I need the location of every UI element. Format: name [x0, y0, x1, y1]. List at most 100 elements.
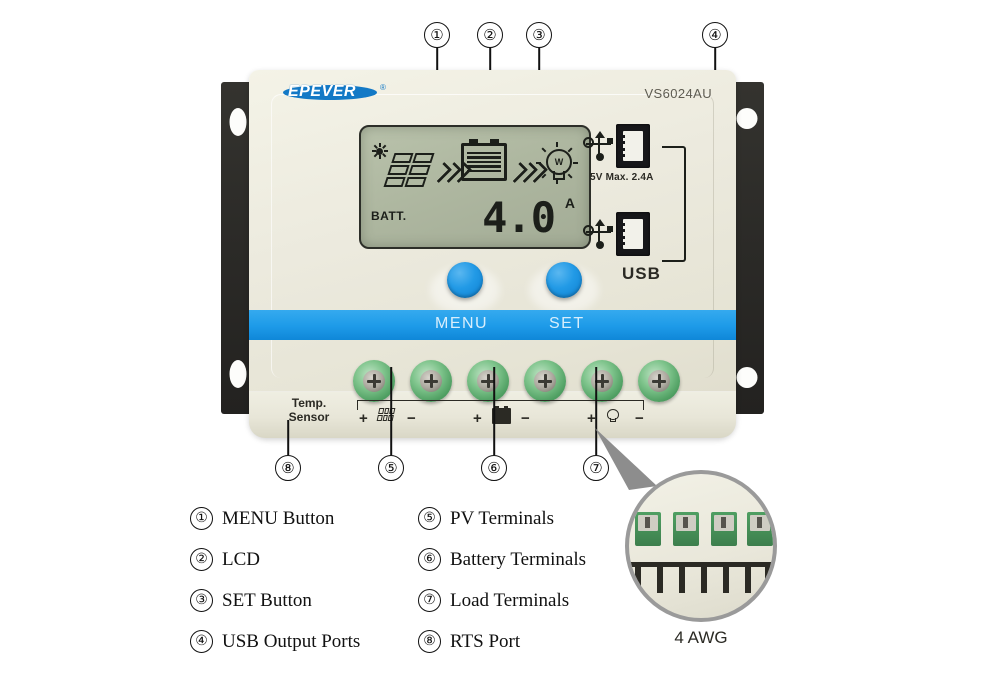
legend-label: Battery Terminals — [450, 548, 587, 570]
light-bulb-icon: W — [536, 142, 578, 185]
brand-name: EPEVER — [288, 83, 356, 100]
lcd-batt-label: BATT. — [371, 209, 407, 223]
terminal-mark-minus: − — [635, 410, 644, 427]
terminal-mark-plus: + — [587, 410, 596, 427]
set-button[interactable] — [546, 262, 582, 298]
temp-sensor-line1: Temp. — [291, 396, 327, 410]
sun-icon — [371, 143, 388, 159]
legend-item: ② LCD — [190, 539, 360, 580]
usb-port[interactable] — [616, 212, 650, 256]
callout-number: ⑦ — [583, 455, 609, 481]
usb-group-label: USB — [622, 264, 661, 283]
zoom-terminal — [747, 512, 773, 546]
usb-symbol-icon — [583, 131, 613, 161]
usb-spec-label: 5V Max. 2.4A — [590, 172, 654, 183]
legend-item: ⑥ Battery Terminals — [418, 539, 586, 580]
terminal-screw[interactable] — [524, 360, 566, 402]
button-label-bar: MENU SET — [249, 310, 736, 340]
callout-7: ⑦ — [583, 367, 609, 481]
legend-item: ⑦ Load Terminals — [418, 580, 586, 621]
lcd-display: W BATT. 4.0 A — [359, 125, 591, 249]
legend-number: ④ — [190, 630, 213, 653]
model-number: VS6024AU — [644, 86, 712, 101]
legend-item: ① MENU Button — [190, 498, 360, 539]
legend-number: ⑦ — [418, 589, 441, 612]
menu-button[interactable] — [447, 262, 483, 298]
callout-6: ⑥ — [481, 367, 507, 481]
terminal-mark-plus: + — [473, 410, 482, 427]
terminal-screw[interactable] — [638, 360, 680, 402]
leader-line — [390, 367, 392, 455]
light-bulb-icon — [605, 408, 619, 423]
legend-number: ⑥ — [418, 548, 441, 571]
mounting-hole — [736, 108, 758, 129]
legend-number: ⑧ — [418, 630, 441, 653]
legend-item: ④ USB Output Ports — [190, 621, 360, 662]
usb-port[interactable] — [616, 124, 650, 168]
terminal-row — [353, 360, 683, 408]
usb-port-row-bottom — [583, 212, 650, 256]
usb-port-row-top — [583, 124, 650, 168]
battery-level-icon — [461, 139, 507, 181]
terminal-mark-minus: − — [407, 410, 416, 427]
magnifier-pointer — [595, 428, 657, 490]
legend-number: ③ — [190, 589, 213, 612]
callout-number: ③ — [526, 22, 552, 48]
callout-1: ① — [424, 22, 450, 296]
zoom-terminal — [711, 512, 737, 546]
legend-label: USB Output Ports — [222, 630, 361, 652]
panel-grid-icon — [383, 153, 435, 187]
logo-oval: EPEVER — [283, 82, 377, 104]
legend-label: RTS Port — [450, 630, 521, 652]
callout-number: ⑥ — [481, 455, 507, 481]
legend-item: ③ SET Button — [190, 580, 360, 621]
legend-label: LCD — [222, 548, 260, 570]
battery-icon — [492, 406, 511, 424]
solar-panel-icon — [371, 143, 435, 195]
callout-2: ② — [477, 22, 503, 163]
menu-button-label: MENU — [435, 315, 489, 332]
legend-number: ② — [190, 548, 213, 571]
awg-label: 4 AWG — [674, 628, 728, 647]
terminal-screw[interactable] — [410, 360, 452, 402]
terminal-markings: + − + − + − — [345, 406, 695, 432]
terminal-brace — [357, 400, 644, 410]
legend-label: PV Terminals — [450, 507, 555, 529]
legend-number: ① — [190, 507, 213, 530]
legend-item: ⑤ PV Terminals — [418, 498, 586, 539]
mounting-hole — [229, 360, 247, 388]
legend-label: Load Terminals — [450, 589, 570, 611]
mounting-hole — [229, 108, 247, 136]
legend-item: ⑧ RTS Port — [418, 621, 586, 662]
callout-3: ③ — [526, 22, 552, 296]
callout-8: ⑧ — [275, 420, 301, 481]
usb-group-brace — [662, 146, 686, 262]
mounting-hole — [736, 367, 758, 388]
logo-oval-shape — [283, 85, 377, 100]
terminal-screw[interactable] — [467, 360, 509, 402]
leader-line — [287, 420, 289, 455]
brand-logo: EPEVER ® — [283, 82, 386, 104]
bulb-letter: W — [546, 149, 572, 175]
magnified-terminal-inset: 4 AWG — [595, 428, 777, 647]
legend-column-left: ① MENU Button ② LCD ③ SET Button ④ USB O… — [190, 498, 360, 662]
leader-line — [595, 367, 597, 455]
callout-number: ② — [477, 22, 503, 48]
terminal-mark-plus: + — [359, 410, 368, 427]
callout-number: ④ — [702, 22, 728, 48]
lcd-current-value: 4.0 — [482, 193, 556, 242]
legend-column-right: ⑤ PV Terminals ⑥ Battery Terminals ⑦ Loa… — [418, 498, 586, 662]
charge-controller-device: EPEVER ® VS6024AU — [221, 70, 764, 440]
legend-label: SET Button — [222, 589, 312, 611]
callout-4: ④ — [702, 22, 728, 176]
legend-number: ⑤ — [418, 507, 441, 530]
usb-symbol-icon — [583, 219, 613, 249]
legend-label: MENU Button — [222, 507, 335, 529]
set-button-label: SET — [549, 315, 585, 332]
temp-sensor-line2: Sensor — [288, 410, 330, 424]
terminal-screw[interactable] — [581, 360, 623, 402]
callout-number: ⑧ — [275, 455, 301, 481]
terminal-screw[interactable] — [353, 360, 395, 402]
temp-sensor-label: Temp. Sensor — [274, 396, 344, 424]
